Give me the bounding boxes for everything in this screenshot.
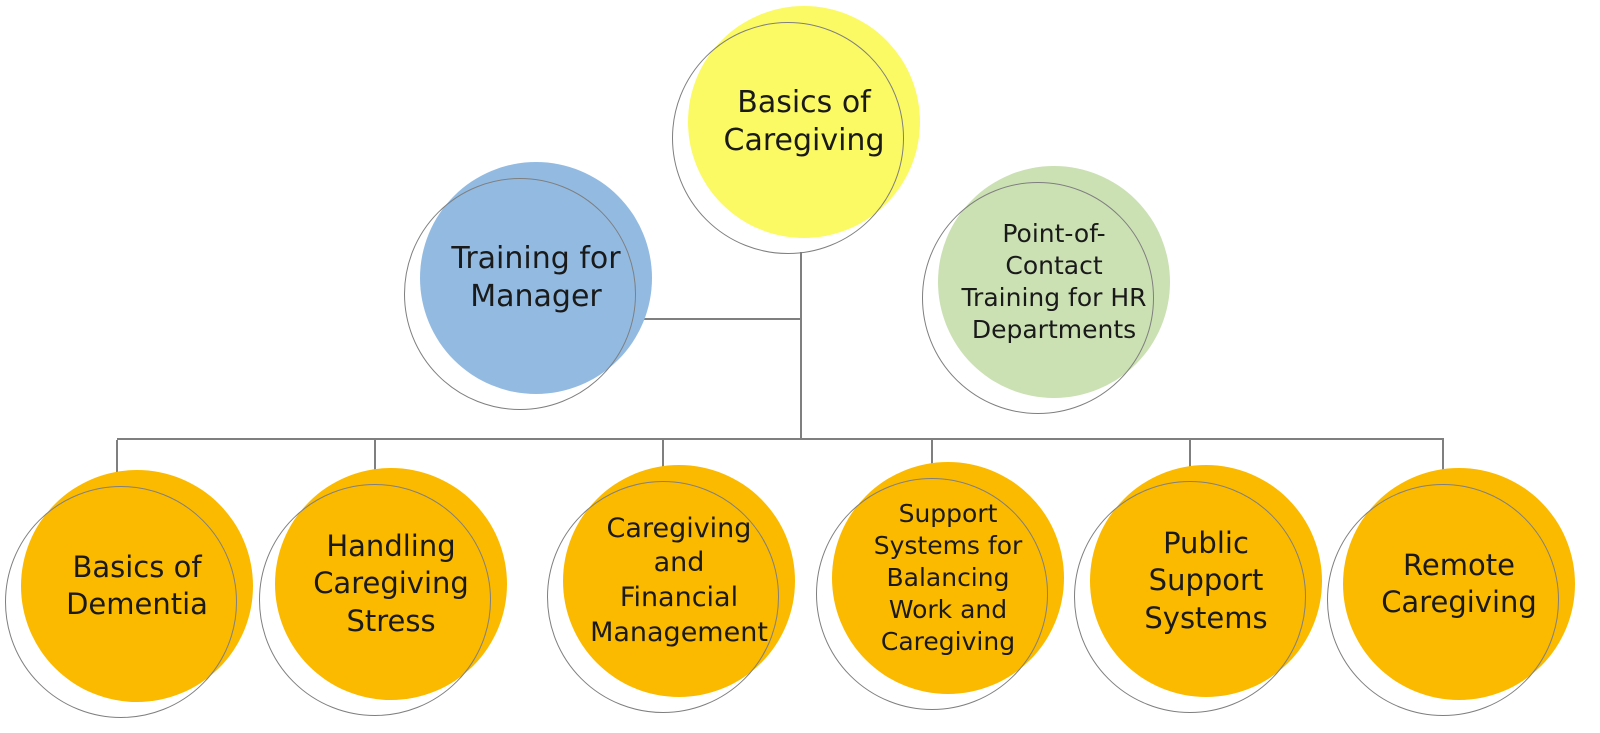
node-outline-circle: [672, 22, 904, 254]
node-outline-circle: [1074, 481, 1306, 713]
node-outline-circle: [547, 481, 779, 713]
connector-trunk-vertical: [800, 252, 802, 440]
node-outline-circle: [259, 484, 491, 716]
node-handling-caregiving-stress: Handling Caregiving Stress: [259, 468, 507, 716]
node-outline-circle: [5, 486, 237, 718]
connector-drop-2: [374, 440, 376, 486]
node-label: Basics of Caregiving: [723, 84, 885, 158]
node-public-support-systems: Public Support Systems: [1074, 465, 1322, 713]
connector-drop-1: [116, 440, 118, 488]
node-outline-circle: [816, 478, 1048, 710]
connector-manager-horizontal: [644, 318, 802, 320]
node-outline-circle: [404, 178, 636, 410]
node-caregiving-and-financial-management: Caregiving and Financial Management: [547, 465, 795, 713]
node-label: Remote Caregiving: [1381, 547, 1537, 619]
node-training-for-manager: Training for Manager: [404, 162, 652, 410]
node-label: Point-of- Contact Training for HR Depart…: [961, 219, 1147, 344]
node-outline-circle: [922, 182, 1154, 414]
connector-bottom-rail: [117, 438, 1444, 440]
node-label: Support Systems for Balancing Work and C…: [873, 499, 1023, 656]
node-label: Public Support Systems: [1144, 526, 1268, 635]
node-label: Handling Caregiving Stress: [313, 529, 469, 638]
node-basics-of-dementia: Basics of Dementia: [5, 470, 253, 718]
node-remote-caregiving: Remote Caregiving: [1327, 468, 1575, 716]
node-poc-training-for-hr-departments: Point-of- Contact Training for HR Depart…: [922, 166, 1170, 414]
node-outline-circle: [1327, 484, 1559, 716]
connector-drop-4: [931, 440, 933, 480]
node-basics-of-caregiving: Basics of Caregiving: [672, 6, 920, 254]
node-label: Caregiving and Financial Management: [590, 512, 768, 648]
connector-drop-3: [662, 440, 664, 483]
node-label: Basics of Dementia: [66, 549, 208, 621]
node-label: Training for Manager: [451, 240, 621, 314]
connector-drop-5: [1189, 440, 1191, 483]
node-support-systems-balancing-work-caregiving: Support Systems for Balancing Work and C…: [816, 462, 1064, 710]
connector-drop-6: [1442, 440, 1444, 486]
